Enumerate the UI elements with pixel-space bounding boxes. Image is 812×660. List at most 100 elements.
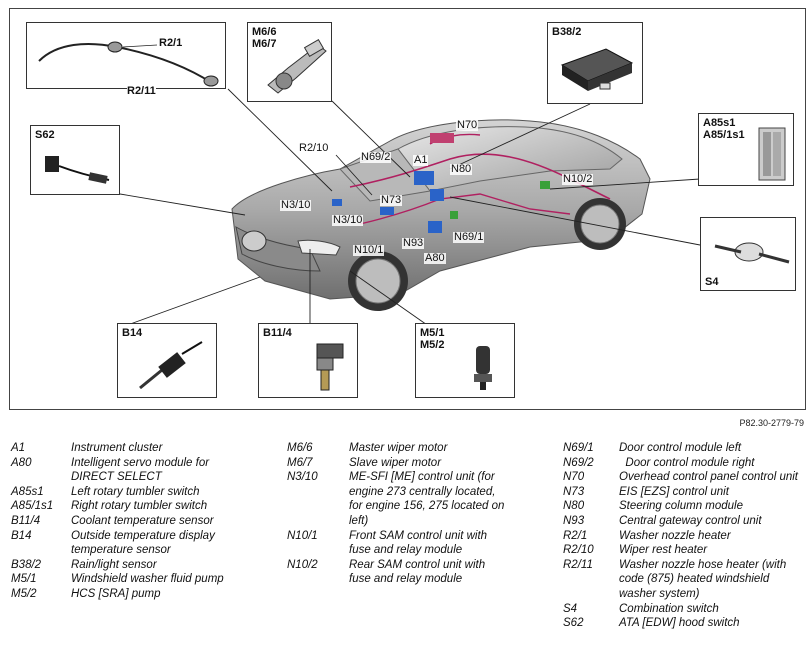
label-b14: B14 bbox=[122, 327, 143, 339]
rain-sensor-icon bbox=[560, 48, 634, 91]
pump-icon bbox=[474, 346, 492, 390]
legend-code: M6/6 bbox=[287, 442, 313, 454]
legend-description: Slave wiper motor bbox=[349, 456, 442, 469]
legend-code: S4 bbox=[563, 602, 578, 615]
callout-n10-1: N10/1 bbox=[353, 244, 385, 256]
inset-rain-light-sensor: B38/2 bbox=[547, 22, 643, 104]
wiper-motor-icon bbox=[267, 38, 327, 94]
legend-code: N73 bbox=[563, 485, 585, 498]
legend-code: N10/2 bbox=[287, 558, 318, 571]
legend-code: N70 bbox=[563, 471, 585, 484]
legend-description: Outside temperature display temperature … bbox=[71, 529, 219, 557]
inset-rotary-tumbler-switches: A85s1 A85/1s1 bbox=[698, 113, 794, 186]
legend-item: R2/1 Washer nozzle heater bbox=[563, 529, 799, 544]
leader-lines bbox=[119, 88, 701, 334]
legend-item: M5/1 Windshield washer fluid pump bbox=[11, 572, 246, 587]
label-a85-1s1: A85/1s1 bbox=[703, 129, 745, 141]
legend-code: A85s1 bbox=[11, 485, 44, 498]
callout-n69-1: N69/1 bbox=[453, 231, 485, 243]
legend-item: N73 EIS [EZS] control unit bbox=[563, 485, 799, 500]
legend-item: B38/2 Rain/light sensor bbox=[11, 558, 246, 573]
legend-code: S62 bbox=[563, 617, 584, 630]
combination-switch-icon bbox=[714, 242, 790, 264]
legend-description: Right rotary tumbler switch bbox=[71, 500, 208, 513]
legend-description: EIS [EZS] control unit bbox=[619, 485, 729, 498]
car-body bbox=[231, 119, 651, 311]
label-b11-4: B11/4 bbox=[263, 327, 292, 339]
legend-description: ME-SFI [ME] control unit (for engine 273… bbox=[349, 471, 508, 527]
legend-description: HCS [SRA] pump bbox=[71, 587, 161, 600]
callout-n10-2: N10/2 bbox=[562, 173, 594, 185]
legend-code: N80 bbox=[563, 500, 585, 513]
legend-code: N69/2 bbox=[563, 456, 594, 469]
label-m6-6: M6/6 bbox=[252, 26, 277, 38]
label-m5-1: M5/1 bbox=[420, 327, 445, 339]
legend-description: Rain/light sensor bbox=[71, 558, 157, 571]
label-r2-1: R2/1 bbox=[159, 37, 183, 49]
inset-hood-switch: S62 bbox=[30, 125, 120, 195]
legend-item: B14 Outside temperature display temperatu… bbox=[11, 529, 246, 558]
label-s62: S62 bbox=[35, 129, 55, 141]
legend-description: Steering column module bbox=[619, 500, 744, 513]
legend-description: Master wiper motor bbox=[349, 442, 448, 454]
legend-description: Washer nozzle hose heater (with code (87… bbox=[619, 558, 790, 600]
legend-code: A85/1s1 bbox=[11, 500, 54, 513]
figure-reference-code: P82.30-2779-79 bbox=[739, 418, 804, 428]
legend-description: Wiper rest heater bbox=[619, 544, 708, 557]
callout-n3-10-b: N3/10 bbox=[332, 214, 364, 226]
washer-hose-icon bbox=[38, 41, 219, 87]
inset-coolant-temp-sensor: B11/4 bbox=[258, 323, 358, 398]
legend-item: N80 Steering column module bbox=[563, 499, 799, 514]
callout-a1: A1 bbox=[413, 154, 429, 166]
legend-description: Overhead control panel control unit bbox=[619, 471, 798, 484]
legend-code: N10/1 bbox=[287, 529, 318, 542]
legend-item: N10/2 Rear SAM control unit with fuse and… bbox=[287, 558, 507, 587]
legend-description: Windshield washer fluid pump bbox=[71, 573, 224, 586]
callout-n3-10-a: N3/10 bbox=[280, 199, 312, 211]
legend-code: M5/2 bbox=[11, 587, 37, 600]
legend-code: B38/2 bbox=[11, 558, 42, 571]
legend-description: Central gateway control unit bbox=[619, 514, 762, 527]
legend-item: M6/6 Master wiper motor bbox=[287, 441, 507, 456]
inset-outside-temp-sensor: B14 bbox=[117, 323, 217, 398]
legend-item: N69/2 Door control module right bbox=[563, 456, 799, 471]
callout-n93: N93 bbox=[402, 237, 425, 249]
inset-r2-washer-heater: R2/1 R2/11 bbox=[26, 22, 226, 97]
legend-item: A85/1s1 Right rotary tumbler switch bbox=[11, 499, 246, 514]
coolant-sensor-icon bbox=[316, 343, 344, 391]
legend-description: Rear SAM control unit with fuse and rela… bbox=[349, 558, 489, 586]
inset-washer-pumps: M5/1 M5/2 bbox=[415, 323, 515, 398]
legend-code: A1 bbox=[11, 442, 26, 454]
legend-code: B11/4 bbox=[11, 514, 41, 527]
callout-n70: N70 bbox=[456, 119, 479, 131]
label-s4: S4 bbox=[705, 276, 719, 288]
legend-code: R2/1 bbox=[563, 529, 588, 542]
legend-description: Washer nozzle heater bbox=[619, 529, 731, 542]
legend-description: Door control module right bbox=[619, 456, 755, 469]
legend-item: S62 ATA [EDW] hood switch bbox=[563, 616, 799, 631]
legend-code: M5/1 bbox=[11, 573, 37, 586]
callout-n80: N80 bbox=[450, 163, 473, 175]
callout-n73: N73 bbox=[380, 194, 403, 206]
label-m5-2: M5/2 bbox=[420, 339, 445, 351]
tumbler-switch-icon bbox=[758, 127, 786, 181]
legend-code: B14 bbox=[11, 529, 32, 542]
inset-combination-switch: S4 bbox=[700, 217, 796, 291]
legend-code: N69/1 bbox=[563, 442, 594, 454]
label-b38-2: B38/2 bbox=[552, 26, 582, 38]
legend-description: ATA [EDW] hood switch bbox=[619, 617, 740, 630]
legend-item: N69/1 Door control module left bbox=[563, 441, 799, 456]
hood-switch-icon bbox=[45, 156, 110, 184]
legend-description: Door control module left bbox=[619, 442, 742, 454]
